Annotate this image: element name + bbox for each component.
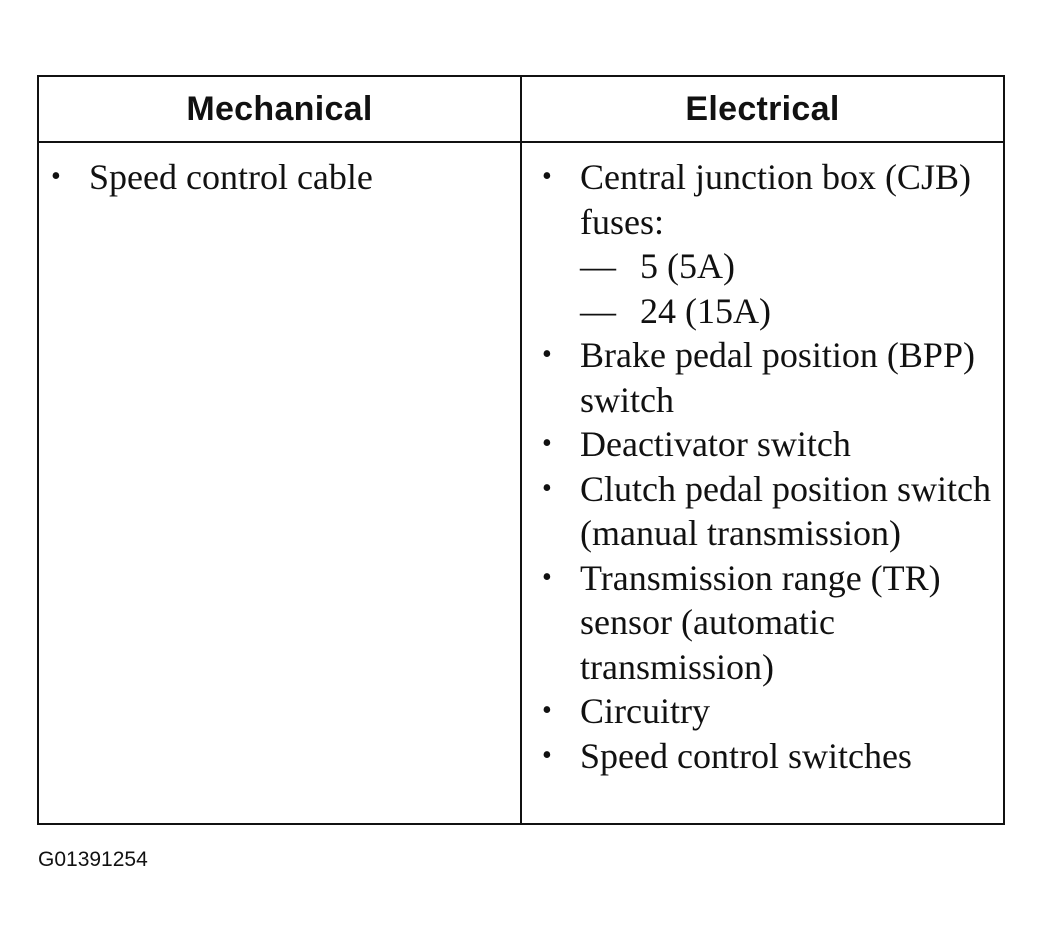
bullet-icon: • — [542, 339, 552, 370]
header-mechanical: Mechanical — [186, 89, 373, 128]
bullet-icon: • — [542, 161, 552, 192]
electrical-column: • Central junction box (CJB) fuses: — 5 (… — [542, 155, 992, 778]
item-text: Speed control cable — [89, 157, 373, 197]
header-electrical: Electrical — [685, 89, 840, 128]
list-item: • Circuitry — [542, 689, 992, 734]
list-item: • Brake pedal position (BPP) switch — [542, 333, 992, 422]
dash-icon: — — [580, 290, 616, 331]
column-divider — [520, 77, 522, 823]
list-item: • Central junction box (CJB) fuses: — 5 (… — [542, 155, 992, 333]
item-text: Circuitry — [580, 691, 710, 731]
dash-icon: — — [580, 246, 616, 286]
bullet-icon: • — [542, 472, 552, 504]
bullet-icon: • — [542, 428, 552, 459]
list-item: • Transmission range (TR) sensor (automa… — [542, 556, 992, 690]
bullet-icon: • — [542, 561, 552, 593]
mechanical-column: • Speed control cable — [51, 155, 511, 200]
sub-item: — 5 (5A) — [580, 244, 992, 289]
item-text: Speed control switches — [580, 735, 912, 776]
item-text: Brake pedal position (BPP) switch — [580, 335, 975, 420]
list-item: • Clutch pedal position switch (manual t… — [542, 467, 992, 556]
bullet-icon: • — [542, 739, 552, 771]
bullet-icon: • — [51, 161, 61, 192]
item-text: Deactivator switch — [580, 424, 851, 464]
bullet-icon: • — [542, 695, 552, 726]
electrical-list: • Central junction box (CJB) fuses: — 5 (… — [542, 155, 992, 778]
list-item: • Speed control switches — [542, 734, 992, 779]
mechanical-list: • Speed control cable — [51, 155, 511, 200]
figure-id: G01391254 — [38, 848, 148, 871]
sub-item-text: 24 (15A) — [640, 290, 771, 331]
sub-item-text: 5 (5A) — [640, 246, 735, 286]
list-item: • Speed control cable — [51, 155, 511, 200]
list-item: • Deactivator switch — [542, 422, 992, 467]
item-text: Central junction box (CJB) fuses: — [580, 157, 971, 242]
item-text: Transmission range (TR) sensor (automati… — [580, 557, 941, 687]
item-text: Clutch pedal position switch (manual tra… — [580, 468, 991, 554]
sub-item: — 24 (15A) — [580, 289, 992, 334]
inspection-table: Mechanical Electrical • Speed control ca… — [37, 75, 1005, 825]
